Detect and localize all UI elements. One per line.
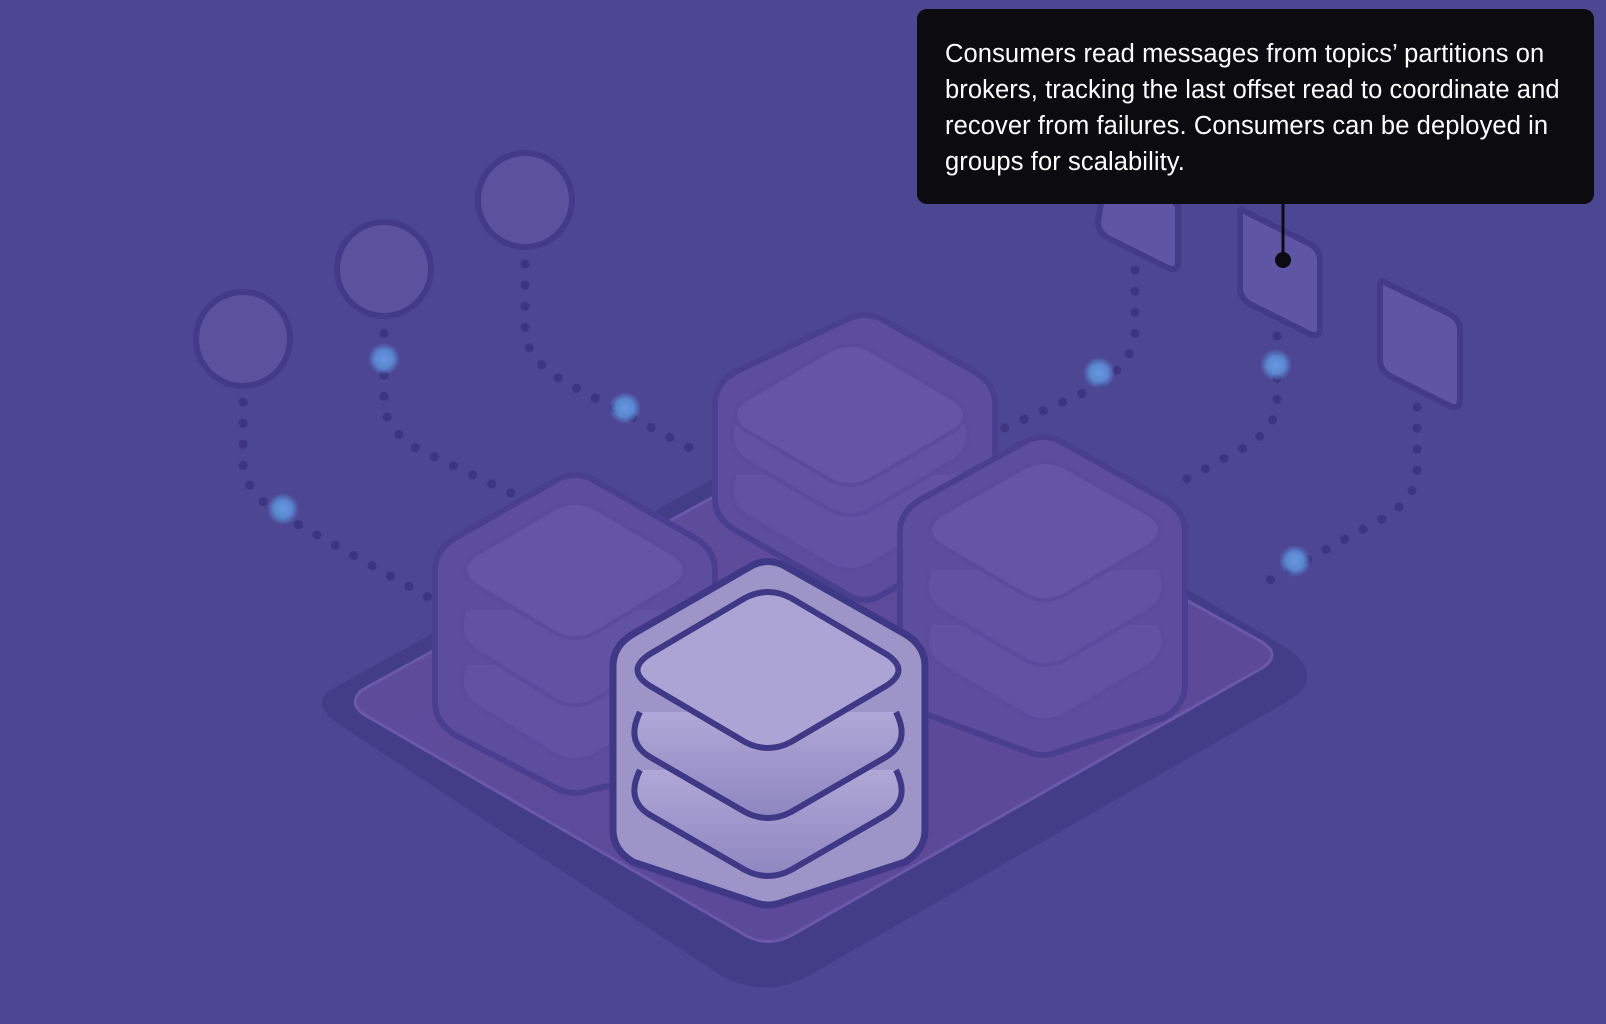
signal-dot-icon bbox=[1279, 545, 1311, 577]
connector-line bbox=[238, 397, 435, 603]
connector-lines bbox=[238, 259, 1422, 603]
consumer-circle-icon bbox=[193, 289, 293, 389]
consumer-group bbox=[193, 150, 575, 389]
consumer-circle-icon bbox=[475, 150, 575, 250]
broker-highlighted bbox=[609, 558, 929, 909]
signal-dot-icon bbox=[1083, 357, 1115, 389]
partition-group bbox=[1095, 193, 1463, 411]
signal-dot-icon bbox=[609, 392, 641, 424]
signal-dot-icon bbox=[1260, 349, 1292, 381]
partition-tile-icon bbox=[1237, 205, 1323, 339]
tooltip-pointer bbox=[1275, 200, 1291, 268]
signal-dot-icon bbox=[267, 493, 299, 525]
broker-right bbox=[897, 434, 1188, 758]
pointer-dot-icon bbox=[1275, 252, 1291, 268]
consumer-circle-icon bbox=[334, 219, 434, 319]
signal-dot-icon bbox=[368, 343, 400, 375]
info-tooltip: Consumers read messages from topics’ par… bbox=[917, 9, 1594, 204]
connector-line bbox=[995, 265, 1140, 435]
partition-tile-icon bbox=[1377, 277, 1463, 411]
tooltip-text: Consumers read messages from topics’ par… bbox=[945, 40, 1560, 176]
connector-line bbox=[1165, 331, 1282, 493]
signal-dots bbox=[267, 343, 1311, 577]
partition-tile-icon bbox=[1095, 193, 1181, 273]
connector-line bbox=[1265, 402, 1422, 585]
connector-line bbox=[520, 259, 695, 453]
connector-line bbox=[379, 328, 520, 500]
